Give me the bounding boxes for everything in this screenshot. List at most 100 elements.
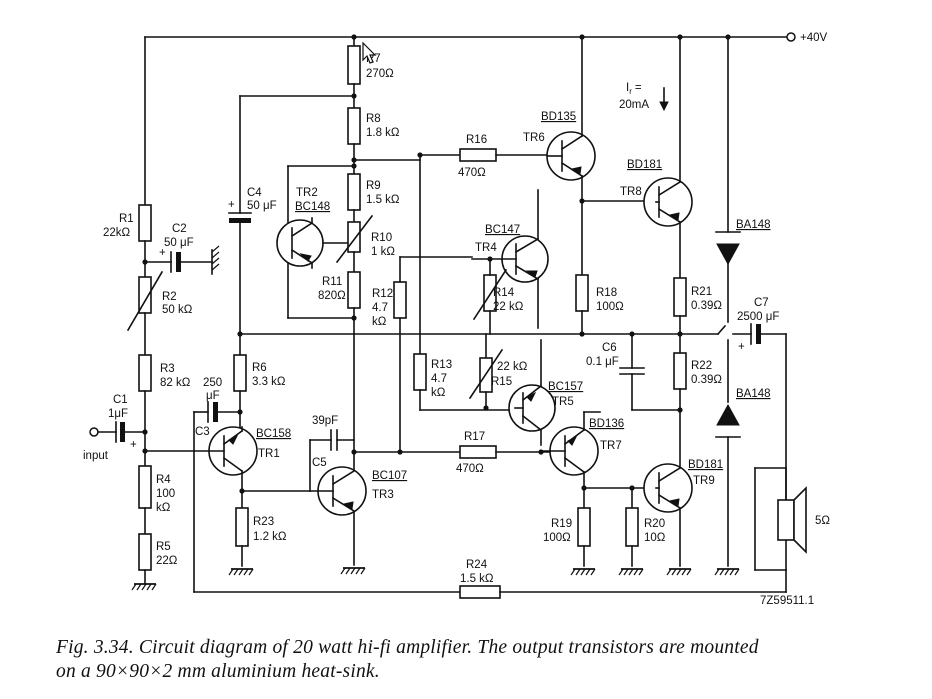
r18-name: R18 bbox=[596, 287, 617, 299]
r8-name: R8 bbox=[366, 113, 381, 125]
c7-name: C7 bbox=[754, 297, 769, 309]
tr2-type: BC148 bbox=[295, 201, 330, 213]
tr5 bbox=[468, 333, 556, 446]
r24 bbox=[193, 450, 787, 599]
tr6-type: BD135 bbox=[541, 111, 576, 123]
r22-name: R22 bbox=[691, 360, 712, 372]
c2: + bbox=[144, 245, 220, 275]
r17-name: R17 bbox=[464, 431, 485, 443]
c2-value: 50 μF bbox=[164, 237, 194, 249]
circuit-diagram: +40V R1 22kΩ R2 50 kΩ R3 82 kΩ R4 100 kΩ… bbox=[83, 32, 830, 607]
r8-value: 1.8 kΩ bbox=[366, 127, 400, 139]
speaker-icon bbox=[754, 467, 807, 571]
r13-value-2: kΩ bbox=[431, 387, 446, 399]
tr1-name: TR1 bbox=[258, 448, 280, 460]
tr1 bbox=[144, 354, 355, 576]
r2-name: R2 bbox=[162, 291, 177, 303]
c1-value: 1μF bbox=[108, 408, 128, 420]
tr9-name: TR9 bbox=[693, 475, 715, 487]
r20-value: 10Ω bbox=[644, 532, 666, 544]
current-value: 20mA bbox=[619, 99, 649, 111]
r18 bbox=[575, 274, 589, 335]
d1-type: BA148 bbox=[736, 219, 771, 231]
r11-name: R11 bbox=[322, 276, 342, 288]
c6 bbox=[619, 333, 681, 411]
r24-name: R24 bbox=[466, 559, 488, 571]
r18-value: 100Ω bbox=[596, 301, 624, 313]
r23-value: 1.2 kΩ bbox=[253, 531, 287, 543]
tr9-type: BD181 bbox=[688, 459, 723, 471]
r13-name: R13 bbox=[431, 359, 452, 371]
r12-value-2: kΩ bbox=[372, 316, 387, 328]
r3-name: R3 bbox=[160, 363, 175, 375]
r14-value: 22 kΩ bbox=[493, 301, 524, 313]
current-arrow bbox=[659, 87, 669, 112]
r21-name: R21 bbox=[691, 286, 712, 298]
r6-name: R6 bbox=[252, 362, 267, 374]
tr3-name: TR3 bbox=[372, 489, 394, 501]
tr4-name: TR4 bbox=[475, 242, 497, 254]
supply-label: +40V bbox=[800, 32, 828, 44]
r5-name: R5 bbox=[156, 541, 171, 553]
r1-value: 22kΩ bbox=[103, 227, 131, 239]
r4-value-2: kΩ bbox=[156, 502, 171, 514]
diodes bbox=[714, 36, 741, 576]
r21-value: 0.39Ω bbox=[691, 300, 722, 312]
tr4 bbox=[471, 189, 549, 335]
r20-name: R20 bbox=[644, 518, 665, 530]
r16 bbox=[413, 148, 549, 411]
r19-value: 100Ω bbox=[543, 532, 571, 544]
r19-name: R19 bbox=[551, 518, 572, 530]
r6-value: 3.3 kΩ bbox=[252, 376, 286, 388]
r22-value: 0.39Ω bbox=[691, 374, 722, 386]
r2-value: 50 kΩ bbox=[162, 304, 193, 316]
c4-value: 50 μF bbox=[247, 200, 277, 212]
tr6-name: TR6 bbox=[523, 132, 545, 144]
tr4-type: BC147 bbox=[485, 224, 520, 236]
tr7-name: TR7 bbox=[600, 440, 622, 452]
r9-value: 1.5 kΩ bbox=[366, 194, 400, 206]
figure-caption: Fig. 3.34. Circuit diagram of 20 watt hi… bbox=[56, 636, 906, 684]
tr1-type: BC158 bbox=[256, 428, 291, 440]
svg-text:+: + bbox=[159, 247, 166, 259]
supply-rail: +40V bbox=[144, 32, 828, 44]
r12 bbox=[353, 159, 473, 453]
mouse-cursor-icon bbox=[362, 42, 377, 64]
r15-name: R15 bbox=[491, 376, 512, 388]
reference-number: 7Z59511.1 bbox=[760, 595, 814, 607]
r23-name: R23 bbox=[253, 516, 274, 528]
r12-value-1: 4.7 bbox=[372, 302, 388, 314]
tr5-type: BC157 bbox=[548, 381, 583, 393]
r3-value: 82 kΩ bbox=[160, 377, 191, 389]
c5-value: 39pF bbox=[312, 415, 338, 427]
c1-name: C1 bbox=[113, 394, 128, 406]
c3-value-1: 250 bbox=[203, 377, 222, 389]
tr7-type: BD136 bbox=[589, 418, 624, 430]
svg-text:+: + bbox=[738, 341, 745, 353]
input-coupling: + bbox=[89, 421, 146, 451]
r4-value-1: 100 bbox=[156, 488, 175, 500]
tr6 bbox=[546, 36, 657, 276]
tr3 bbox=[309, 445, 551, 516]
current-symbol: Ir= bbox=[626, 82, 642, 96]
c4-name: C4 bbox=[247, 187, 262, 199]
r21-r22 bbox=[673, 277, 687, 411]
input-divider bbox=[126, 36, 164, 591]
r14-name: R14 bbox=[493, 287, 515, 299]
tr8-type: BD181 bbox=[627, 159, 662, 171]
r7-value: 270Ω bbox=[366, 68, 394, 80]
caption-line-2: on a 90×90×2 mm aluminium heat-sink. bbox=[56, 661, 380, 682]
r16-name: R16 bbox=[466, 134, 487, 146]
r16-value: 470Ω bbox=[458, 167, 486, 179]
tr8-name: TR8 bbox=[620, 186, 642, 198]
caption-line-1: Fig. 3.34. Circuit diagram of 20 watt hi… bbox=[56, 637, 759, 658]
c6-name: C6 bbox=[602, 342, 617, 354]
c7-value: 2500 μF bbox=[737, 311, 779, 323]
r5-value: 22Ω bbox=[156, 555, 178, 567]
c5-name: C5 bbox=[312, 457, 327, 469]
c2-name: C2 bbox=[172, 223, 187, 235]
r9-name: R9 bbox=[366, 180, 381, 192]
svg-text:+: + bbox=[130, 439, 137, 451]
tr3-type: BC107 bbox=[372, 470, 407, 482]
r24-value: 1.5 kΩ bbox=[460, 573, 494, 585]
